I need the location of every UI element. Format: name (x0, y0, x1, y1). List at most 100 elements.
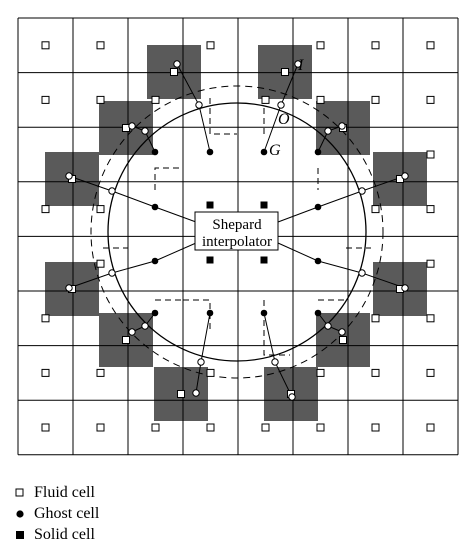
interface-point-marker (358, 187, 366, 195)
fluid-cell-marker (371, 314, 380, 323)
legend: Fluid cell Ghost cell Solid cell (14, 482, 99, 545)
ghost-cell-marker (260, 309, 268, 317)
fluid-cell-marker (316, 95, 325, 104)
fluid-cell-marker (206, 41, 215, 50)
interface-point-marker (288, 393, 296, 401)
interface-point-marker (195, 101, 203, 109)
fluid-cell-marker (96, 205, 105, 214)
dashed-staircase-line (209, 98, 237, 135)
connector-line (277, 242, 319, 262)
fluid-cell-marker (426, 423, 435, 432)
ghost-cell-marker (151, 309, 159, 317)
fluid-cell-marker (371, 423, 380, 432)
fluid-cell-marker (41, 205, 50, 214)
dashed-staircase-line (154, 167, 183, 190)
fluid-cell-marker (281, 68, 289, 76)
fluid-cell-marker (316, 423, 325, 432)
fluid-cell-marker (151, 423, 160, 432)
ghost-cell-marker (206, 148, 214, 156)
fluid-cell-marker (426, 205, 435, 214)
interface-point-marker (197, 358, 205, 366)
fluid-cell-marker (41, 368, 50, 377)
fluid-cell-marker (151, 95, 160, 104)
solid-cell-marker (260, 201, 268, 209)
interface-point-marker (141, 322, 149, 330)
solid-cell-marker (206, 201, 214, 209)
legend-item-ghost: Ghost cell (14, 503, 99, 524)
fluid-cell-marker (177, 390, 185, 398)
interface-point-marker (338, 122, 346, 130)
image-point-label: I (297, 57, 304, 74)
legend-label: Solid cell (34, 525, 95, 543)
connector-line (277, 206, 319, 223)
fluid-cell-marker (96, 259, 105, 268)
ghost-cell-marker (151, 257, 159, 265)
solid-boundary-circle (107, 102, 367, 362)
fluid-cell-marker (371, 95, 380, 104)
fluid-cell-marker (316, 368, 325, 377)
ghost-cell-marker (260, 148, 268, 156)
fluid-cell-marker (261, 423, 270, 432)
interface-point-marker (294, 60, 302, 68)
fluid-cell-marker (41, 41, 50, 50)
fluid-cell-marker (122, 336, 130, 344)
legend-label: Fluid cell (34, 483, 95, 501)
ghost-cell-marker (314, 257, 322, 265)
fluid-cell-marker (371, 205, 380, 214)
fluid-cell-marker (96, 368, 105, 377)
fluid-cell-marker (261, 95, 270, 104)
fluid-cell-marker (206, 368, 215, 377)
interpolator-label: interpolator (202, 234, 272, 250)
fluid-cell-marker (426, 314, 435, 323)
fluid-cell-marker (426, 150, 435, 159)
center-shepard-box: Shepard interpolator (194, 211, 279, 251)
interface-point-marker (324, 322, 332, 330)
dashed-lines (103, 98, 371, 356)
dashed-staircase-line (263, 300, 290, 356)
fluid-cell-marker (426, 95, 435, 104)
filled-circle-icon (14, 508, 26, 520)
fluid-cell-marker (41, 423, 50, 432)
interface-point-marker (65, 284, 73, 292)
connector-line (154, 242, 197, 262)
fluid-cell-marker (371, 41, 380, 50)
ghost-cell-marker (314, 309, 322, 317)
interface-point-marker (108, 269, 116, 277)
interface-point-marker (271, 358, 279, 366)
connector-line (154, 206, 197, 223)
interface-point-marker (277, 101, 285, 109)
boundary-circle (90, 85, 384, 379)
legend-label: Ghost cell (34, 504, 100, 522)
filled-square-icon (14, 529, 26, 541)
fluid-cell-marker (41, 95, 50, 104)
fluid-cell-marker (339, 336, 347, 344)
immersed-boundary-diagram: Shepard interpolator I O G (17, 17, 459, 456)
dashed-staircase-line (183, 299, 211, 330)
interface-point-marker (192, 389, 200, 397)
solid-cell-marker (206, 256, 214, 264)
ghost-cell-marker (314, 203, 322, 211)
shepard-interpolator-box (194, 211, 279, 251)
interface-point-marker (141, 127, 149, 135)
fluid-cell-marker (316, 41, 325, 50)
fluid-cell-marker (426, 41, 435, 50)
ghost-cell-marker (314, 148, 322, 156)
legend-item-solid: Solid cell (14, 524, 99, 545)
fluid-cell-marker (96, 423, 105, 432)
ghost-point-label: G (269, 142, 281, 159)
hollow-square-icon (14, 487, 26, 499)
interface-point-marker (108, 187, 116, 195)
interface-point-marker (128, 328, 136, 336)
ghost-cell-marker (151, 203, 159, 211)
interface-point-marker (128, 122, 136, 130)
fluid-cell-marker (41, 314, 50, 323)
shepard-label: Shepard (212, 217, 262, 233)
interface-point-marker (65, 172, 73, 180)
dashed-boundary-circle (90, 85, 384, 379)
interface-point-marker (338, 328, 346, 336)
interface-point-marker (401, 284, 409, 292)
interface-point-marker (358, 269, 366, 277)
fluid-cell-marker (426, 368, 435, 377)
fluid-cell-marker (96, 41, 105, 50)
interface-point-marker (173, 60, 181, 68)
